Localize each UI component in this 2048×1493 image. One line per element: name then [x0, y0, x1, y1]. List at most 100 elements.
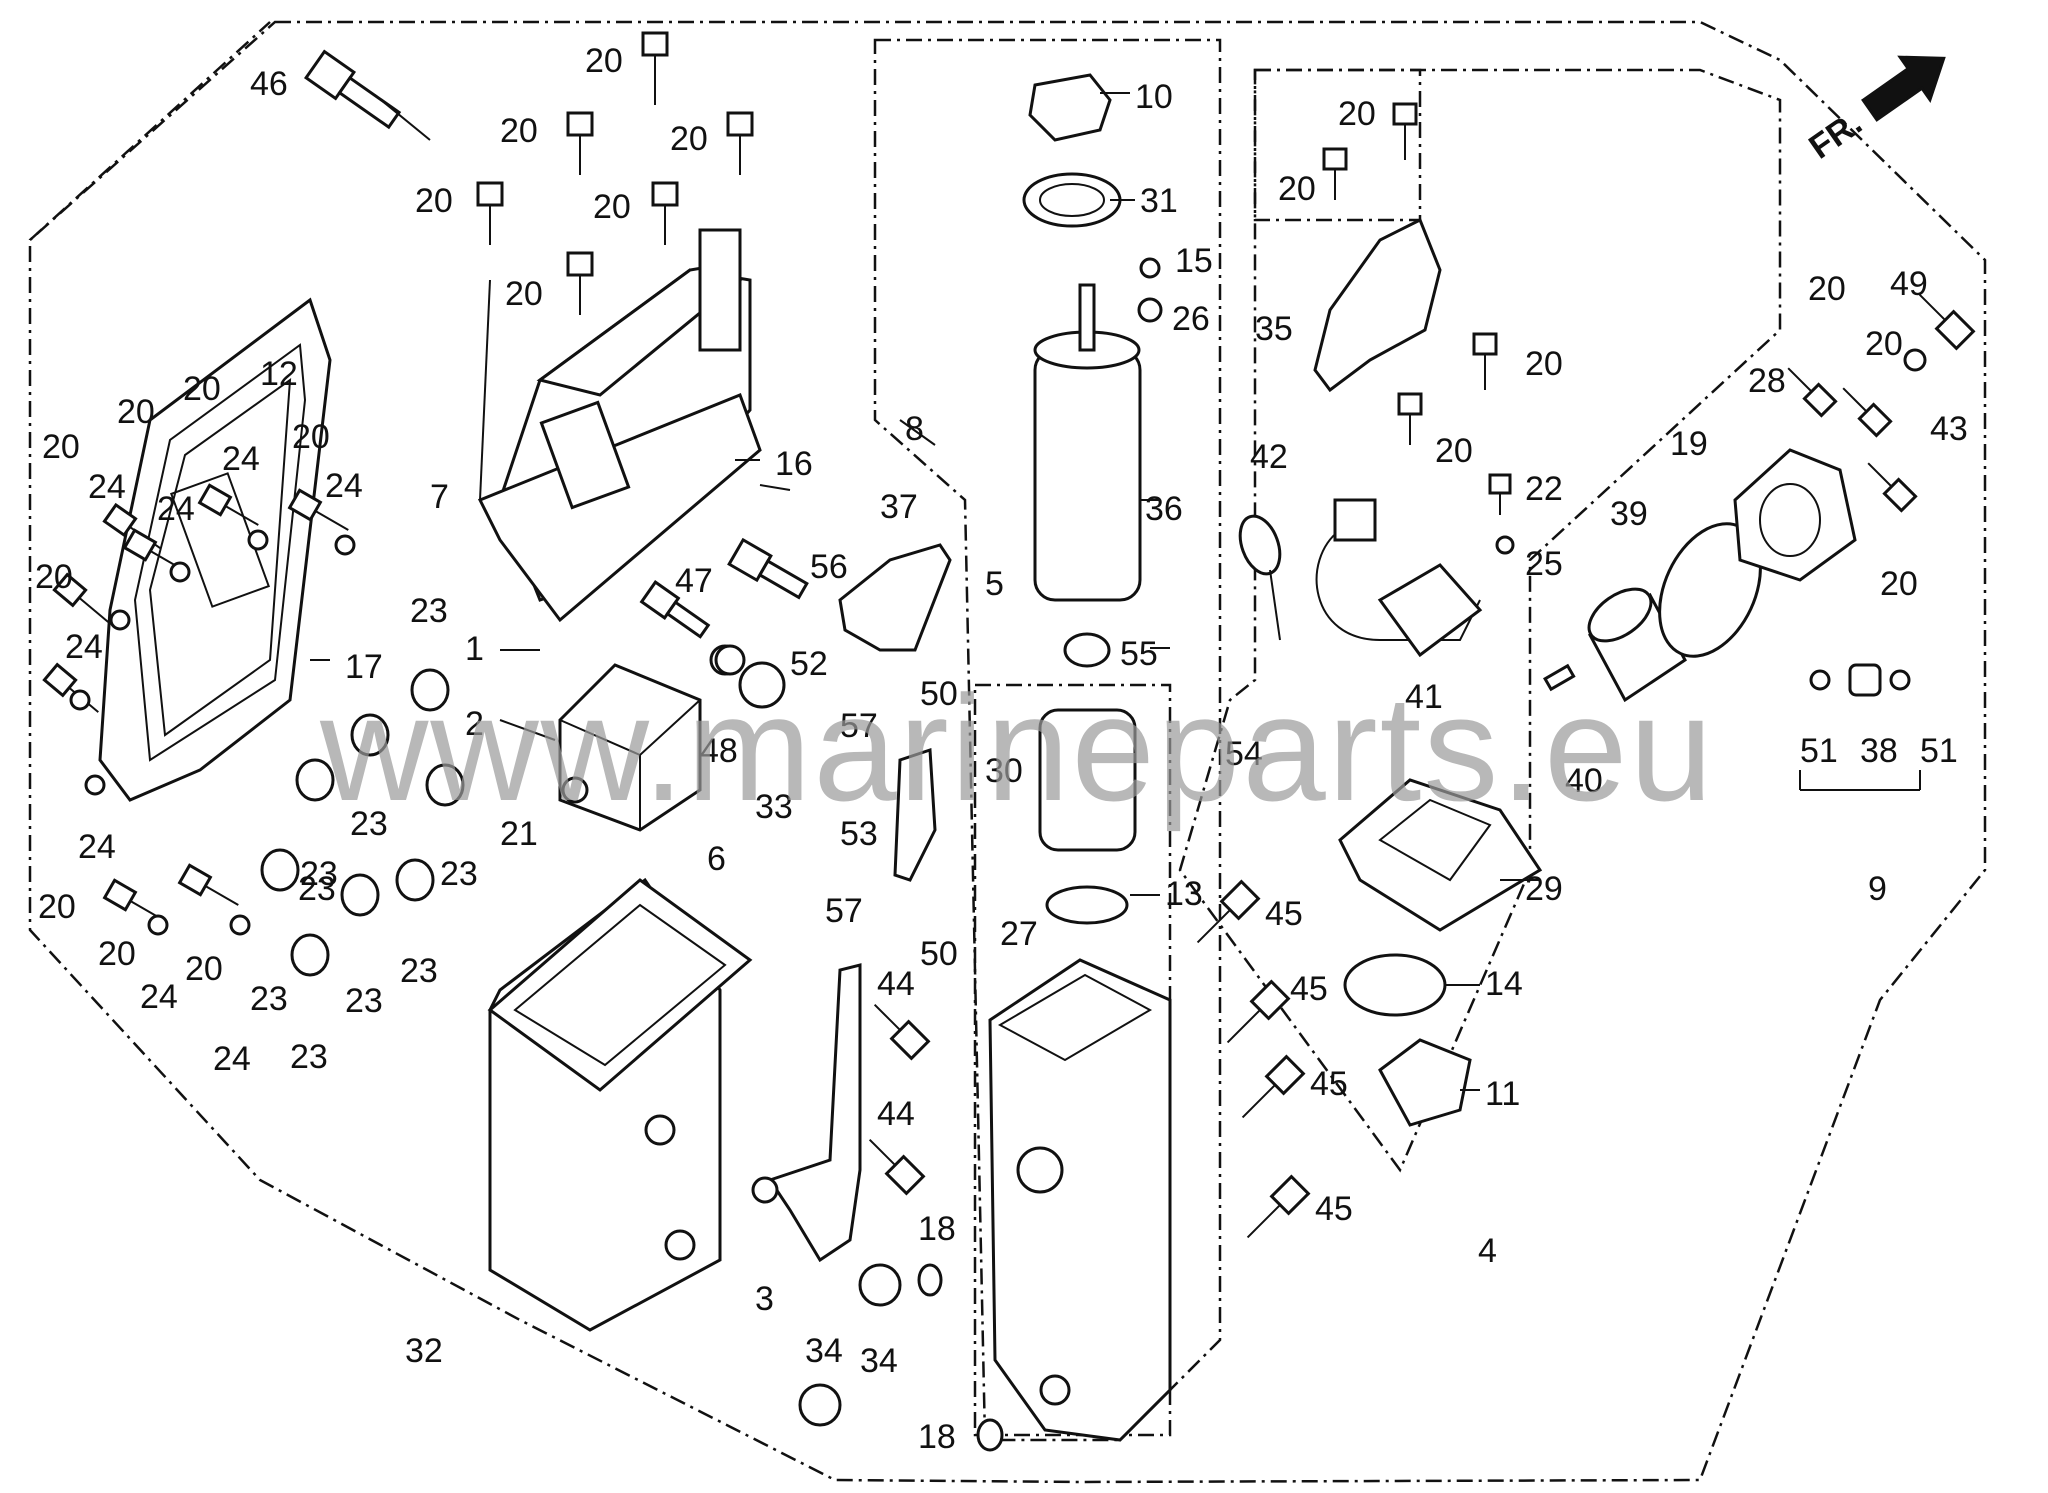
callout-24: 24 [78, 828, 116, 866]
callout-22: 22 [1525, 470, 1563, 508]
callout-29: 29 [1525, 870, 1563, 908]
callout-20: 20 [35, 558, 73, 596]
callout-23: 23 [350, 805, 388, 843]
callout-23: 23 [298, 870, 336, 908]
bolt-set-44 [868, 1003, 931, 1196]
seal-ring-14 [1343, 953, 1447, 1017]
callout-53: 53 [840, 815, 878, 853]
cover-plate [98, 297, 332, 802]
bolt-56 [727, 537, 809, 600]
callout-32: 32 [405, 1332, 443, 1370]
bolt-set-45 [1196, 879, 1311, 1239]
callout-20: 20 [1808, 270, 1846, 308]
callout-48: 48 [700, 732, 738, 770]
callout-43: 43 [1930, 410, 1968, 448]
callout-20: 20 [1278, 170, 1316, 208]
cap-set-23 [260, 668, 465, 977]
callout-45: 45 [1265, 895, 1303, 933]
callout-36: 36 [1145, 490, 1183, 528]
callout-23: 23 [290, 1038, 328, 1076]
callout-39: 39 [1610, 495, 1648, 533]
clamp-42 [1238, 514, 1282, 641]
callout-20: 20 [1525, 345, 1563, 383]
callout-14: 14 [1485, 965, 1523, 1003]
callout-24: 24 [140, 978, 178, 1016]
fitting-38 [1809, 663, 1911, 697]
callout-20: 20 [415, 182, 453, 220]
callout-56: 56 [810, 548, 848, 586]
callout-10: 10 [1135, 78, 1173, 116]
callout-labels: 46 20 20 20 20 20 20 20 12 20 20 24 24 2… [35, 42, 1968, 1456]
callout-25: 25 [1525, 545, 1563, 583]
callout-4: 4 [1478, 1232, 1497, 1270]
callout-20: 20 [670, 120, 708, 158]
callout-24: 24 [88, 468, 126, 506]
callout-52: 52 [790, 645, 828, 683]
callout-23: 23 [345, 982, 383, 1020]
pump-group-boundary [873, 38, 1222, 1442]
callout-21: 21 [500, 815, 538, 853]
callout-20: 20 [185, 950, 223, 988]
callout-13: 13 [1165, 875, 1203, 913]
callout-57: 57 [825, 892, 863, 930]
washer-set-18 [917, 1263, 1004, 1452]
callout-44: 44 [877, 1095, 915, 1133]
callout-23: 23 [300, 855, 338, 893]
callout-3: 3 [755, 1280, 774, 1318]
screw-set-left [42, 483, 349, 921]
callout-30: 30 [985, 752, 1023, 790]
callout-42: 42 [1250, 438, 1288, 476]
callout-23: 23 [410, 592, 448, 630]
callout-20: 20 [183, 370, 221, 408]
callout-20: 20 [117, 393, 155, 431]
front-direction-arrow-icon: FR. [1802, 55, 1946, 167]
callout-20: 20 [1435, 432, 1473, 470]
callout-7: 7 [430, 478, 449, 516]
callout-47: 47 [675, 562, 713, 600]
callout-31: 31 [1140, 182, 1178, 220]
callout-38: 38 [1860, 732, 1898, 770]
direction-marker-text: FR. [1802, 104, 1869, 167]
callout-20: 20 [500, 112, 538, 150]
callout-20: 20 [292, 418, 330, 456]
callout-20: 20 [1338, 95, 1376, 133]
callout-20: 20 [593, 188, 631, 226]
lever-arm [751, 963, 862, 1263]
washer-48 [714, 644, 746, 676]
callout-46: 46 [250, 65, 288, 103]
callout-18: 18 [918, 1210, 956, 1248]
callout-9: 9 [1868, 870, 1887, 908]
callout-19: 19 [1670, 425, 1708, 463]
filter-group-boundary [973, 683, 1172, 1437]
fuel-pump-stack [1022, 73, 1163, 925]
callout-6: 6 [707, 840, 726, 878]
callout-24: 24 [157, 490, 195, 528]
leader-lines [310, 92, 1921, 1091]
bolt-set-right [1322, 102, 1976, 692]
callout-8: 8 [905, 410, 924, 448]
callout-35: 35 [1255, 310, 1293, 348]
callout-33: 33 [755, 788, 793, 826]
callout-20: 20 [42, 428, 80, 466]
regulator-29 [1338, 778, 1543, 932]
callout-20: 20 [585, 42, 623, 80]
callout-5: 5 [985, 565, 1004, 603]
bolt-47 [639, 580, 711, 639]
callout-11: 11 [1485, 1075, 1520, 1113]
callout-15: 15 [1175, 242, 1213, 280]
callout-54: 54 [1225, 735, 1263, 773]
cover-28 [1733, 448, 1857, 582]
callout-18: 18 [918, 1418, 956, 1456]
callout-51: 51 [1800, 732, 1838, 770]
callout-50: 50 [920, 935, 958, 973]
callout-20: 20 [1880, 565, 1918, 603]
callout-50: 50 [920, 675, 958, 713]
callout-20: 20 [505, 275, 543, 313]
relay [558, 663, 702, 832]
callout-26: 26 [1172, 300, 1210, 338]
callout-34: 34 [805, 1332, 843, 1370]
callout-45: 45 [1310, 1065, 1348, 1103]
cover-group-boundary [29, 21, 271, 241]
callout-16: 16 [775, 445, 813, 483]
